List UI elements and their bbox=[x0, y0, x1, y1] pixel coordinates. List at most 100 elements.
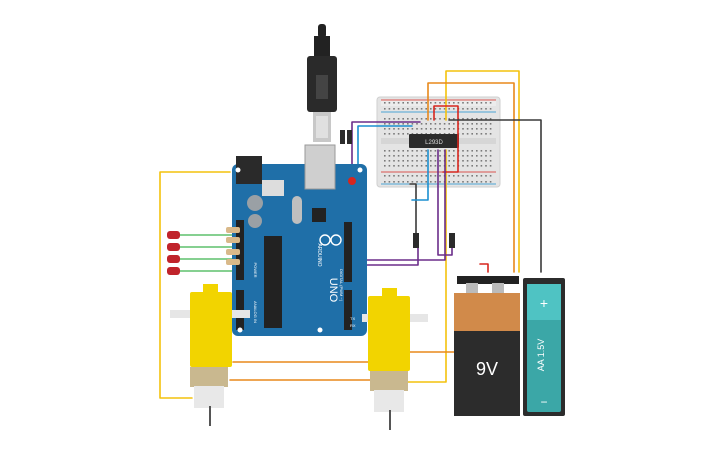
breadboard-hole bbox=[448, 175, 450, 177]
breadboard-hole bbox=[480, 108, 483, 110]
breadboard-hole bbox=[411, 155, 414, 157]
breadboard-hole bbox=[407, 108, 409, 110]
breadboard-hole bbox=[453, 128, 455, 130]
breadboard-hole bbox=[407, 102, 409, 104]
arduino-digital-label: DIGITAL (PWM ~) bbox=[339, 269, 344, 302]
breadboard-hole bbox=[397, 128, 400, 130]
breadboard-hole bbox=[471, 155, 473, 157]
breadboard-hole bbox=[425, 155, 427, 157]
breadboard-hole bbox=[480, 155, 483, 157]
arduino-uno-board[interactable]: UNO ARDUINO POWER DIGITAL (PWM ~) ANALOG… bbox=[232, 144, 367, 336]
breadboard-hole bbox=[434, 165, 437, 167]
breadboard-hole bbox=[434, 150, 437, 152]
breadboard-hole bbox=[388, 150, 391, 152]
breadboard-hole bbox=[485, 123, 487, 125]
breadboard-hole bbox=[407, 165, 409, 167]
breadboard-hole bbox=[476, 118, 478, 120]
battery-aa-minus: − bbox=[540, 395, 547, 409]
breadboard-hole bbox=[439, 160, 441, 162]
breadboard-hole bbox=[384, 123, 386, 125]
breadboard-hole bbox=[466, 102, 469, 104]
breadboard-hole bbox=[420, 133, 423, 135]
breadboard-hole bbox=[393, 150, 395, 152]
breadboard-hole bbox=[425, 128, 427, 130]
breadboard-hole bbox=[402, 155, 404, 157]
breadboard-hole bbox=[384, 150, 386, 152]
breadboard-hole bbox=[489, 150, 492, 152]
breadboard-hole bbox=[397, 181, 400, 183]
battery-9v[interactable]: 9V bbox=[454, 276, 520, 416]
breadboard-hole bbox=[388, 118, 391, 120]
breadboard-hole bbox=[439, 102, 441, 104]
breadboard-hole bbox=[448, 155, 450, 157]
breadboard-hole bbox=[402, 160, 404, 162]
breadboard-hole bbox=[466, 181, 469, 183]
arduino-brand: ARDUINO bbox=[316, 243, 322, 266]
breadboard-hole bbox=[453, 133, 455, 135]
breadboard-hole bbox=[476, 133, 478, 135]
breadboard-hole bbox=[434, 108, 437, 110]
breadboard-hole bbox=[480, 102, 483, 104]
breadboard-hole bbox=[407, 175, 409, 177]
breadboard-hole bbox=[443, 123, 446, 125]
gear-motor-right[interactable] bbox=[362, 288, 428, 430]
breadboard-hole bbox=[485, 102, 487, 104]
breadboard-hole bbox=[425, 133, 427, 135]
breadboard-hole bbox=[416, 150, 418, 152]
breadboard-hole bbox=[402, 165, 404, 167]
jumper-headers bbox=[340, 130, 455, 248]
breadboard-hole bbox=[420, 102, 423, 104]
breadboard-hole bbox=[420, 155, 423, 157]
breadboard-hole bbox=[393, 123, 395, 125]
breadboard-hole bbox=[397, 165, 400, 167]
breadboard-hole bbox=[462, 181, 464, 183]
wire-yellow-right bbox=[404, 149, 447, 383]
gear-motor-left[interactable] bbox=[170, 284, 250, 426]
breadboard-hole bbox=[388, 160, 391, 162]
breadboard-hole bbox=[434, 118, 437, 120]
breadboard-hole bbox=[397, 150, 400, 152]
breadboard-hole bbox=[397, 155, 400, 157]
breadboard-hole bbox=[416, 160, 418, 162]
breadboard-hole bbox=[402, 123, 404, 125]
breadboard-hole bbox=[489, 123, 492, 125]
breadboard-hole bbox=[425, 181, 427, 183]
breadboard-hole bbox=[416, 181, 418, 183]
breadboard-hole bbox=[448, 102, 450, 104]
breadboard-hole bbox=[453, 165, 455, 167]
wire-red bbox=[433, 105, 459, 173]
breadboard-hole bbox=[384, 181, 386, 183]
breadboard-hole bbox=[439, 150, 441, 152]
breadboard-hole bbox=[430, 181, 432, 183]
breadboard-hole bbox=[411, 102, 414, 104]
breadboard-hole bbox=[384, 102, 386, 104]
breadboard-hole bbox=[462, 155, 464, 157]
breadboard-hole bbox=[471, 181, 473, 183]
breadboard-hole bbox=[397, 160, 400, 162]
breadboard-hole bbox=[480, 128, 483, 130]
arduino-tx-label: TX bbox=[350, 316, 355, 321]
breadboard-hole bbox=[489, 128, 492, 130]
breadboard-hole bbox=[462, 102, 464, 104]
battery-9v-label: 9V bbox=[476, 359, 498, 379]
breadboard-hole bbox=[425, 108, 427, 110]
breadboard-hole bbox=[462, 123, 464, 125]
resistor-2 bbox=[226, 237, 240, 243]
breadboard-hole bbox=[485, 155, 487, 157]
ic-label: L293D bbox=[425, 140, 443, 146]
wire-blue-b bbox=[411, 149, 429, 201]
breadboard-hole bbox=[466, 175, 469, 177]
resistor-1 bbox=[226, 227, 240, 233]
breadboard-hole bbox=[471, 165, 473, 167]
breadboard-hole bbox=[489, 133, 492, 135]
battery-aa[interactable]: + AA 1.5V − bbox=[523, 278, 565, 416]
breadboard-hole bbox=[384, 160, 386, 162]
breadboard-hole bbox=[407, 150, 409, 152]
breadboard-hole bbox=[416, 165, 418, 167]
breadboard-hole bbox=[448, 160, 450, 162]
breadboard-hole bbox=[402, 118, 404, 120]
breadboard-hole bbox=[471, 123, 473, 125]
breadboard-hole bbox=[462, 175, 464, 177]
l293d-chip[interactable]: L293D bbox=[409, 134, 459, 148]
breadboard-hole bbox=[407, 160, 409, 162]
